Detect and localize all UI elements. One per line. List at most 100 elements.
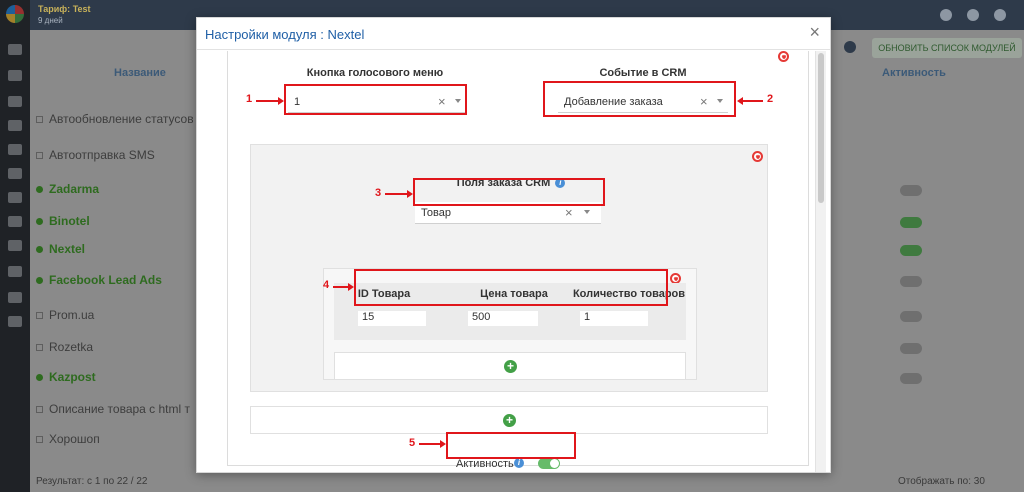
modal-body: Кнопка голосового меню 1 × Событие в CRM… (197, 51, 830, 472)
callout-box-3 (413, 178, 605, 206)
order-fields-label: Поля заказа CRM i (411, 177, 611, 189)
crm-event-value: Добавление заказа (564, 96, 663, 108)
callout-box-5 (446, 432, 576, 459)
module-name: Kazpost (49, 370, 96, 384)
refresh-modules-button[interactable]: ОБНОВИТЬ СПИСОК МОДУЛЕЙ (872, 38, 1022, 58)
toggle-knob (550, 459, 559, 468)
chevron-down-icon (455, 99, 461, 103)
chart-icon[interactable] (8, 216, 22, 227)
crm-event-select[interactable]: Добавление заказа × (558, 91, 728, 113)
module-icon (36, 344, 43, 351)
clear-icon[interactable]: × (438, 94, 446, 109)
module-active-toggle[interactable] (900, 311, 922, 322)
remove-circle-icon[interactable] (778, 51, 789, 62)
product-id-label: ID Товара (357, 288, 411, 300)
orders-icon[interactable] (8, 120, 22, 131)
module-settings-modal: Настройки модуля : Nextel × Кнопка голос… (196, 17, 831, 473)
callout-number-4: 4 (323, 279, 330, 291)
close-icon[interactable]: × (809, 22, 820, 42)
cart-icon[interactable] (8, 96, 22, 107)
clear-icon[interactable]: × (700, 94, 708, 109)
tariff-label: Тариф: (38, 4, 71, 14)
module-active-toggle[interactable] (900, 276, 922, 287)
video-icon[interactable] (8, 316, 22, 327)
module-row[interactable]: Nextel (36, 242, 85, 256)
module-icon (36, 116, 43, 123)
active-toggle[interactable] (538, 458, 560, 469)
per-page-label: Отображать по: (898, 476, 972, 487)
profile-icon[interactable] (940, 9, 952, 21)
modal-header: Настройки модуля : Nextel × (197, 18, 830, 50)
eye-icon[interactable] (8, 292, 22, 303)
module-icon (36, 436, 43, 443)
callout-number-3: 3 (375, 187, 382, 199)
per-page-select[interactable]: 30 (973, 476, 985, 487)
module-row[interactable]: Автообновление статусов (36, 112, 194, 126)
chevron-down-icon (717, 99, 723, 103)
module-row[interactable]: Prom.ua (36, 308, 94, 322)
per-page: Отображать по: 30 (898, 476, 985, 487)
modules-icon[interactable] (8, 240, 22, 251)
product-id-input[interactable]: 15 (358, 311, 426, 326)
module-row[interactable]: Хорошоп (36, 432, 100, 446)
bell-icon[interactable] (967, 9, 979, 21)
status-dot-icon (36, 218, 43, 225)
order-fields-label-text: Поля заказа CRM (456, 177, 551, 189)
module-row[interactable]: Автоотправка SMS (36, 148, 155, 162)
module-row[interactable]: Rozetka (36, 340, 93, 354)
contacts-icon[interactable] (8, 70, 22, 81)
module-active-toggle[interactable] (900, 185, 922, 196)
callout-arrow-3 (385, 190, 413, 198)
add-product-row: + (334, 352, 686, 380)
cash-icon[interactable] (8, 168, 22, 179)
order-field-value: Товар (421, 207, 451, 219)
module-row[interactable]: Binotel (36, 214, 90, 228)
remove-circle-icon[interactable] (752, 151, 763, 162)
module-active-toggle[interactable] (900, 373, 922, 384)
module-icon (36, 406, 43, 413)
module-active-toggle[interactable] (900, 343, 922, 354)
monitor-icon[interactable] (8, 44, 22, 55)
module-active-toggle[interactable] (900, 245, 922, 256)
module-icon (36, 312, 43, 319)
callout-box-2 (543, 81, 736, 117)
active-toggle-row: Активность i (454, 456, 574, 472)
module-name: Prom.ua (49, 308, 95, 322)
product-qty-input[interactable]: 1 (580, 311, 648, 326)
product-price-label: Цена товара (480, 288, 548, 300)
delivery-icon[interactable] (8, 144, 22, 155)
module-name: Описание товара с html т (49, 402, 191, 416)
scrollbar-thumb[interactable] (818, 53, 824, 203)
plus-circle-icon[interactable]: + (503, 414, 516, 427)
clear-icon[interactable]: × (565, 205, 573, 220)
module-name: Автообновление статусов (49, 112, 194, 126)
voice-menu-select[interactable]: 1 × (288, 91, 466, 113)
results-count: Результат: с 1 по 22 / 22 (36, 476, 148, 487)
module-row[interactable]: Facebook Lead Ads (36, 273, 162, 287)
modal-scrollbar[interactable] (815, 51, 826, 472)
info-icon[interactable]: i (555, 178, 566, 189)
plus-circle-icon[interactable]: + (504, 360, 517, 373)
module-row[interactable]: Zadarma (36, 182, 99, 196)
callout-arrow-1 (256, 97, 284, 105)
status-dot-icon (36, 374, 43, 381)
status-dot-icon (36, 277, 43, 284)
help-icon[interactable] (844, 41, 856, 53)
user-icon[interactable] (8, 266, 22, 277)
column-header-name[interactable]: Название (114, 67, 166, 79)
module-active-toggle[interactable] (900, 217, 922, 228)
module-row[interactable]: Kazpost (36, 370, 96, 384)
app-sidebar (0, 0, 30, 492)
column-header-active[interactable]: Активность (882, 67, 946, 79)
tariff-info: Тариф: Test (38, 4, 91, 14)
callout-box-1 (284, 84, 467, 115)
voice-menu-value: 1 (294, 96, 301, 108)
megaphone-icon[interactable] (8, 192, 22, 203)
gear-icon[interactable] (994, 9, 1006, 21)
crm-event-label: Событие в CRM (599, 67, 687, 79)
info-icon[interactable]: i (514, 458, 524, 468)
module-row[interactable]: Описание товара с html т (36, 402, 190, 416)
status-dot-icon (36, 186, 43, 193)
product-price-input[interactable]: 500 (468, 311, 538, 326)
order-field-select[interactable]: Товар × (415, 202, 601, 224)
